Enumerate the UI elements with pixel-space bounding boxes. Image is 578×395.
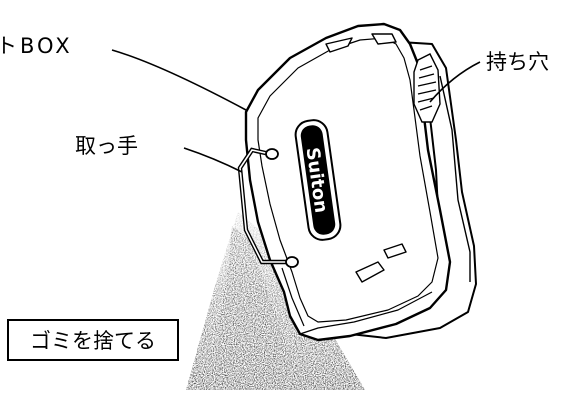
leader-box (111, 49, 247, 111)
handle-wire (237, 147, 299, 268)
callout-dispose-trash: ゴミを捨てる (7, 319, 179, 361)
label-dust-box: トBOX (0, 34, 73, 58)
brand-logo: Suiton (294, 119, 342, 241)
label-carry-hole: 持ち穴 (486, 50, 549, 74)
leader-lines (111, 49, 481, 173)
carry-hole-grip (413, 53, 441, 123)
label-handle: 取っ手 (75, 134, 138, 158)
falling-dust (186, 212, 365, 390)
leader-carry-hole (429, 61, 481, 103)
leader-handle (183, 147, 243, 173)
